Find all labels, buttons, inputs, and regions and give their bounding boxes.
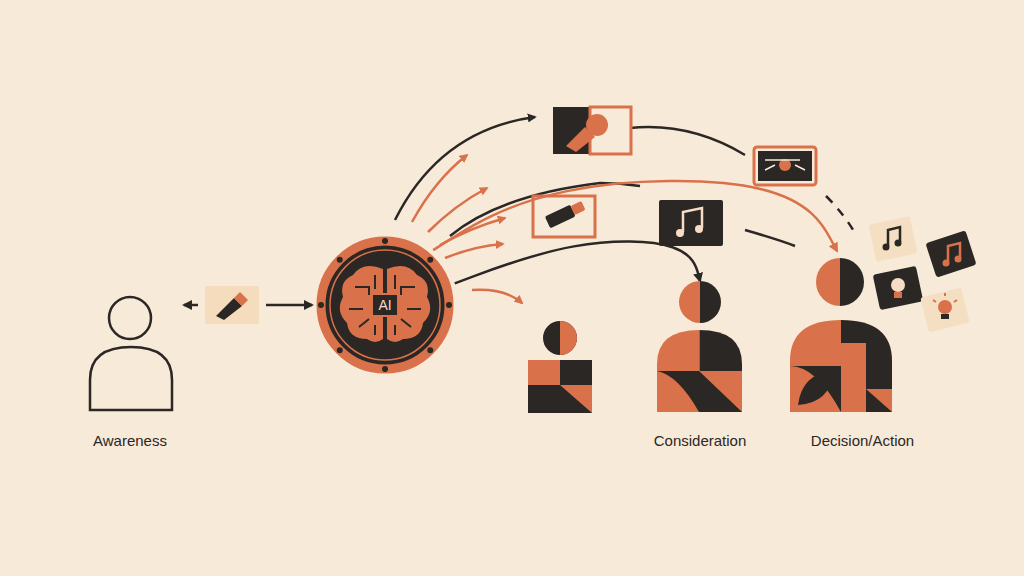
flow-arrow [433,181,837,251]
flow-arrow [455,241,700,283]
person-figure [640,285,760,455]
person-body [90,347,172,410]
person-body [657,330,742,412]
pen-icon [198,283,266,327]
drone-icon [754,147,816,185]
stage-label: AI [371,293,398,317]
idea-icons [869,216,977,332]
stage-label: Consideration [654,432,747,450]
music-icon [659,200,723,246]
brush-icon [553,107,631,154]
person-head [679,281,721,323]
person-node: Awareness [80,295,180,455]
person-head [109,297,151,339]
person-figure [790,255,935,455]
person-node: Consideration [640,285,760,455]
usb-icon [533,196,595,237]
person-head [816,258,864,306]
person-figure [80,295,180,455]
small-person [528,321,592,413]
stage-label: Awareness [93,432,167,450]
person-node: Decision/Action [790,255,935,455]
ai-node: AI [315,235,455,375]
ai-brain-circle [318,238,452,372]
stage-label: Decision/Action [811,432,914,450]
person-body [790,320,892,412]
